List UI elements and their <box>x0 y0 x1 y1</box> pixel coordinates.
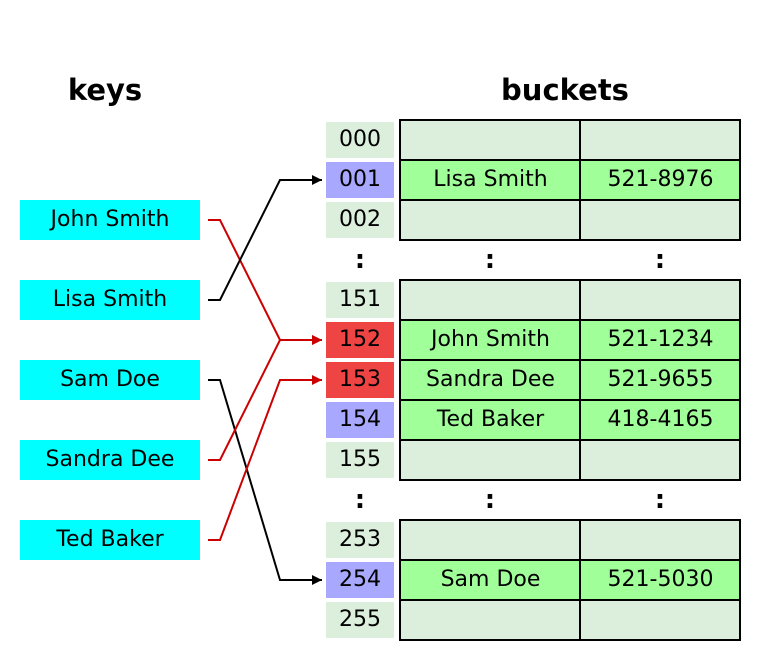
hash-arrow <box>208 219 322 345</box>
key-box: John Smith <box>20 200 200 240</box>
row-divider <box>400 319 740 321</box>
key-box: Lisa Smith <box>20 280 200 320</box>
key-box: Sandra Dee <box>20 440 200 480</box>
row-divider <box>400 399 740 401</box>
entry-name-cell: Sandra Dee <box>400 360 581 400</box>
bucket-index: 154 <box>326 402 394 438</box>
hash-arrow <box>208 335 322 461</box>
entry-name-cell <box>400 200 581 240</box>
entry-number-cell <box>580 600 741 640</box>
entry-name-cell: Lisa Smith <box>400 160 581 200</box>
entry-number-cell: 521-5030 <box>580 560 741 600</box>
entry-name-cell <box>400 520 581 560</box>
ellipsis-mark: : <box>354 245 366 275</box>
row-divider <box>400 359 740 361</box>
entry-name-cell <box>400 600 581 640</box>
bucket-index: 153 <box>326 362 394 398</box>
row-divider <box>400 439 740 441</box>
column-divider <box>579 520 581 640</box>
bucket-index: 001 <box>326 162 394 198</box>
entry-number-cell: 418-4165 <box>580 400 741 440</box>
row-divider <box>400 199 740 201</box>
entry-number-cell: 521-9655 <box>580 360 741 400</box>
buckets-header: buckets <box>501 73 629 107</box>
entry-name-cell: Ted Baker <box>400 400 581 440</box>
row-divider <box>400 599 740 601</box>
bucket-index: 152 <box>326 322 394 358</box>
entry-number-cell: 521-1234 <box>580 320 741 360</box>
hash-arrow <box>208 375 322 541</box>
entry-number-cell <box>580 280 741 320</box>
column-divider <box>579 120 581 240</box>
bucket-index: 000 <box>326 122 394 158</box>
bucket-index: 002 <box>326 202 394 238</box>
entry-number-cell <box>580 520 741 560</box>
hash-arrow <box>208 379 322 585</box>
ellipsis-mark: : <box>484 245 496 275</box>
ellipsis-mark: : <box>654 485 666 515</box>
bucket-index: 151 <box>326 282 394 318</box>
ellipsis-mark: : <box>484 485 496 515</box>
key-box: Ted Baker <box>20 520 200 560</box>
row-divider <box>400 159 740 161</box>
bucket-index: 253 <box>326 522 394 558</box>
hash-arrow <box>208 175 322 301</box>
bucket-index: 255 <box>326 602 394 638</box>
entry-number-cell <box>580 120 741 160</box>
key-box: Sam Doe <box>20 360 200 400</box>
bucket-index: 254 <box>326 562 394 598</box>
entry-name-cell <box>400 120 581 160</box>
column-divider <box>579 280 581 480</box>
entry-name-cell: John Smith <box>400 320 581 360</box>
entry-name-cell <box>400 280 581 320</box>
keys-header: keys <box>67 73 143 107</box>
row-divider <box>400 559 740 561</box>
ellipsis-mark: : <box>354 485 366 515</box>
entry-number-cell <box>580 440 741 480</box>
entry-name-cell: Sam Doe <box>400 560 581 600</box>
entry-number-cell <box>580 200 741 240</box>
entry-name-cell <box>400 440 581 480</box>
ellipsis-mark: : <box>654 245 666 275</box>
entry-number-cell: 521-8976 <box>580 160 741 200</box>
bucket-index: 155 <box>326 442 394 478</box>
